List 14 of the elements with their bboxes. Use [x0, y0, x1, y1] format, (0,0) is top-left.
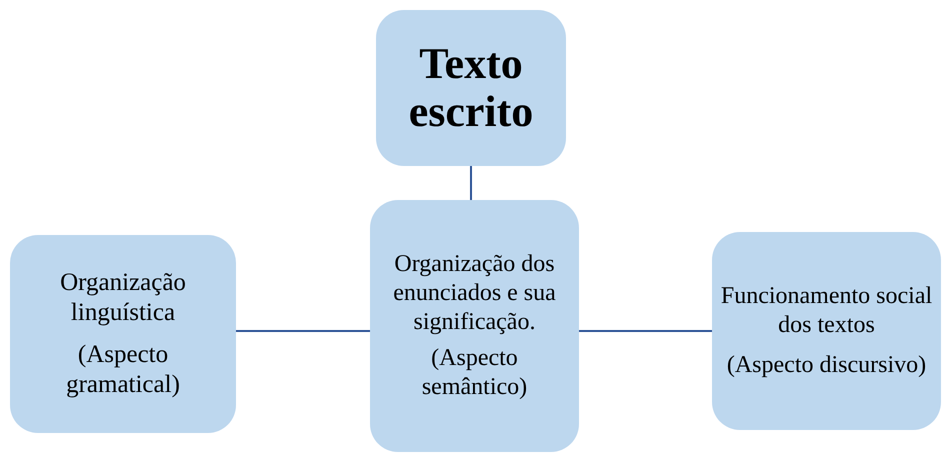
- connector-line: [470, 166, 472, 200]
- box-text: (Aspecto discursivo): [726, 351, 926, 380]
- connector-line: [579, 330, 712, 332]
- box-text: Organização dos enunciados e sua significação.: [392, 250, 557, 336]
- box-text: (Aspecto semântico): [420, 344, 528, 402]
- rounded-box: [10, 235, 236, 433]
- rounded-box: [370, 200, 579, 452]
- box-text: (Aspecto gramatical): [65, 340, 181, 400]
- box-text: Texto escrito: [408, 40, 534, 136]
- box-text: Funcionamento social dos textos: [720, 282, 933, 340]
- connector-line: [236, 330, 370, 332]
- rounded-box: [712, 232, 941, 430]
- rounded-box: [376, 10, 566, 166]
- box-text: Organização linguística: [59, 268, 187, 328]
